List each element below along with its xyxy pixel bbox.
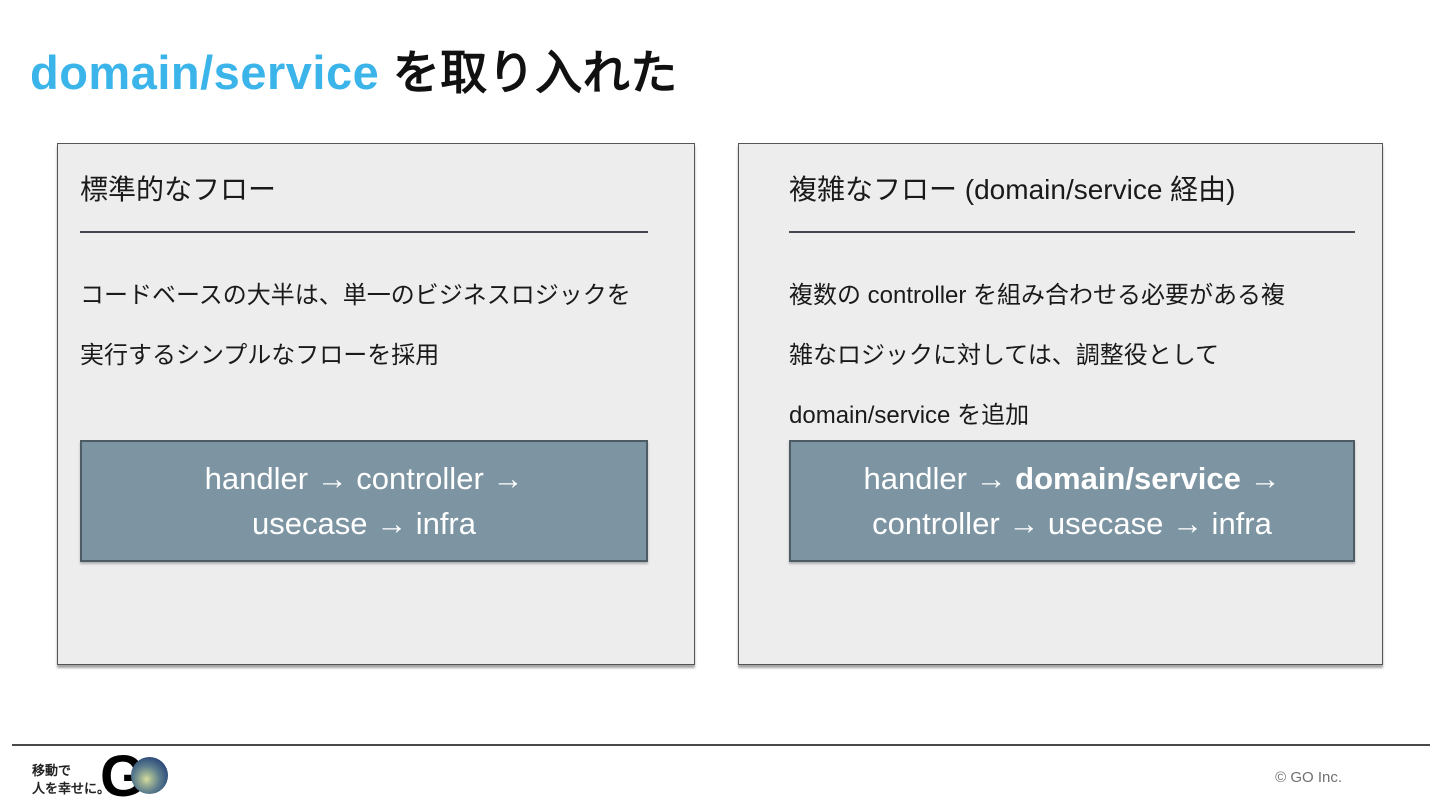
body-line: 複数の controller を組み合わせる必要がある複 <box>789 282 1286 309</box>
flow-line: usecase → infra <box>252 506 476 541</box>
title-rest: を取り入れた <box>379 46 678 99</box>
page-title: domain/service を取り入れた <box>30 34 678 103</box>
panel-standard-flow: 標準的なフロー コードベースの大半は、単一のビジネスロジックを 実行するシンプル… <box>57 143 695 665</box>
footer-divider <box>12 744 1430 746</box>
copyright-text: © GO Inc. <box>1275 769 1342 786</box>
tagline-line: 人を幸せに。 <box>32 781 111 796</box>
body-line: domain/service を追加 <box>789 402 1030 429</box>
panel-standard-heading: 標準的なフロー <box>80 174 277 205</box>
title-highlight: domain/service <box>30 46 380 99</box>
flow-segment-bold: domain/service <box>1015 461 1241 496</box>
body-line: 雑なロジックに対しては、調整役として <box>789 342 1220 369</box>
flow-line: handler → domain/service → <box>864 456 1281 501</box>
go-logo-sphere-icon <box>131 757 168 794</box>
flow-box-complex: handler → domain/service → controller → … <box>789 440 1355 562</box>
heading-underline <box>789 231 1355 233</box>
flow-line: controller → usecase → infra <box>872 506 1272 541</box>
flow-line: handler → controller → <box>204 461 524 496</box>
panel-complex-flow: 複雑なフロー (domain/service 経由) 複数の controlle… <box>738 143 1383 665</box>
panel-standard-body: コードベースの大半は、単一のビジネスロジックを 実行するシンプルなフローを採用 <box>80 266 631 386</box>
tagline-line: 移動で <box>32 763 72 778</box>
panel-complex-heading: 複雑なフロー (domain/service 経由) <box>789 174 1236 205</box>
panel-complex-body: 複数の controller を組み合わせる必要がある複 雑なロジックに対しては… <box>789 266 1285 446</box>
body-line: コードベースの大半は、単一のビジネスロジックを <box>80 282 631 309</box>
body-line: 実行するシンプルなフローを採用 <box>80 342 440 369</box>
flow-box-standard: handler → controller → usecase → infra <box>80 440 648 562</box>
flow-segment: → <box>1240 461 1281 496</box>
go-tagline: 移動で 人を幸せに。 <box>32 762 110 798</box>
heading-underline <box>80 231 648 233</box>
flow-segment: handler → <box>863 461 1016 496</box>
